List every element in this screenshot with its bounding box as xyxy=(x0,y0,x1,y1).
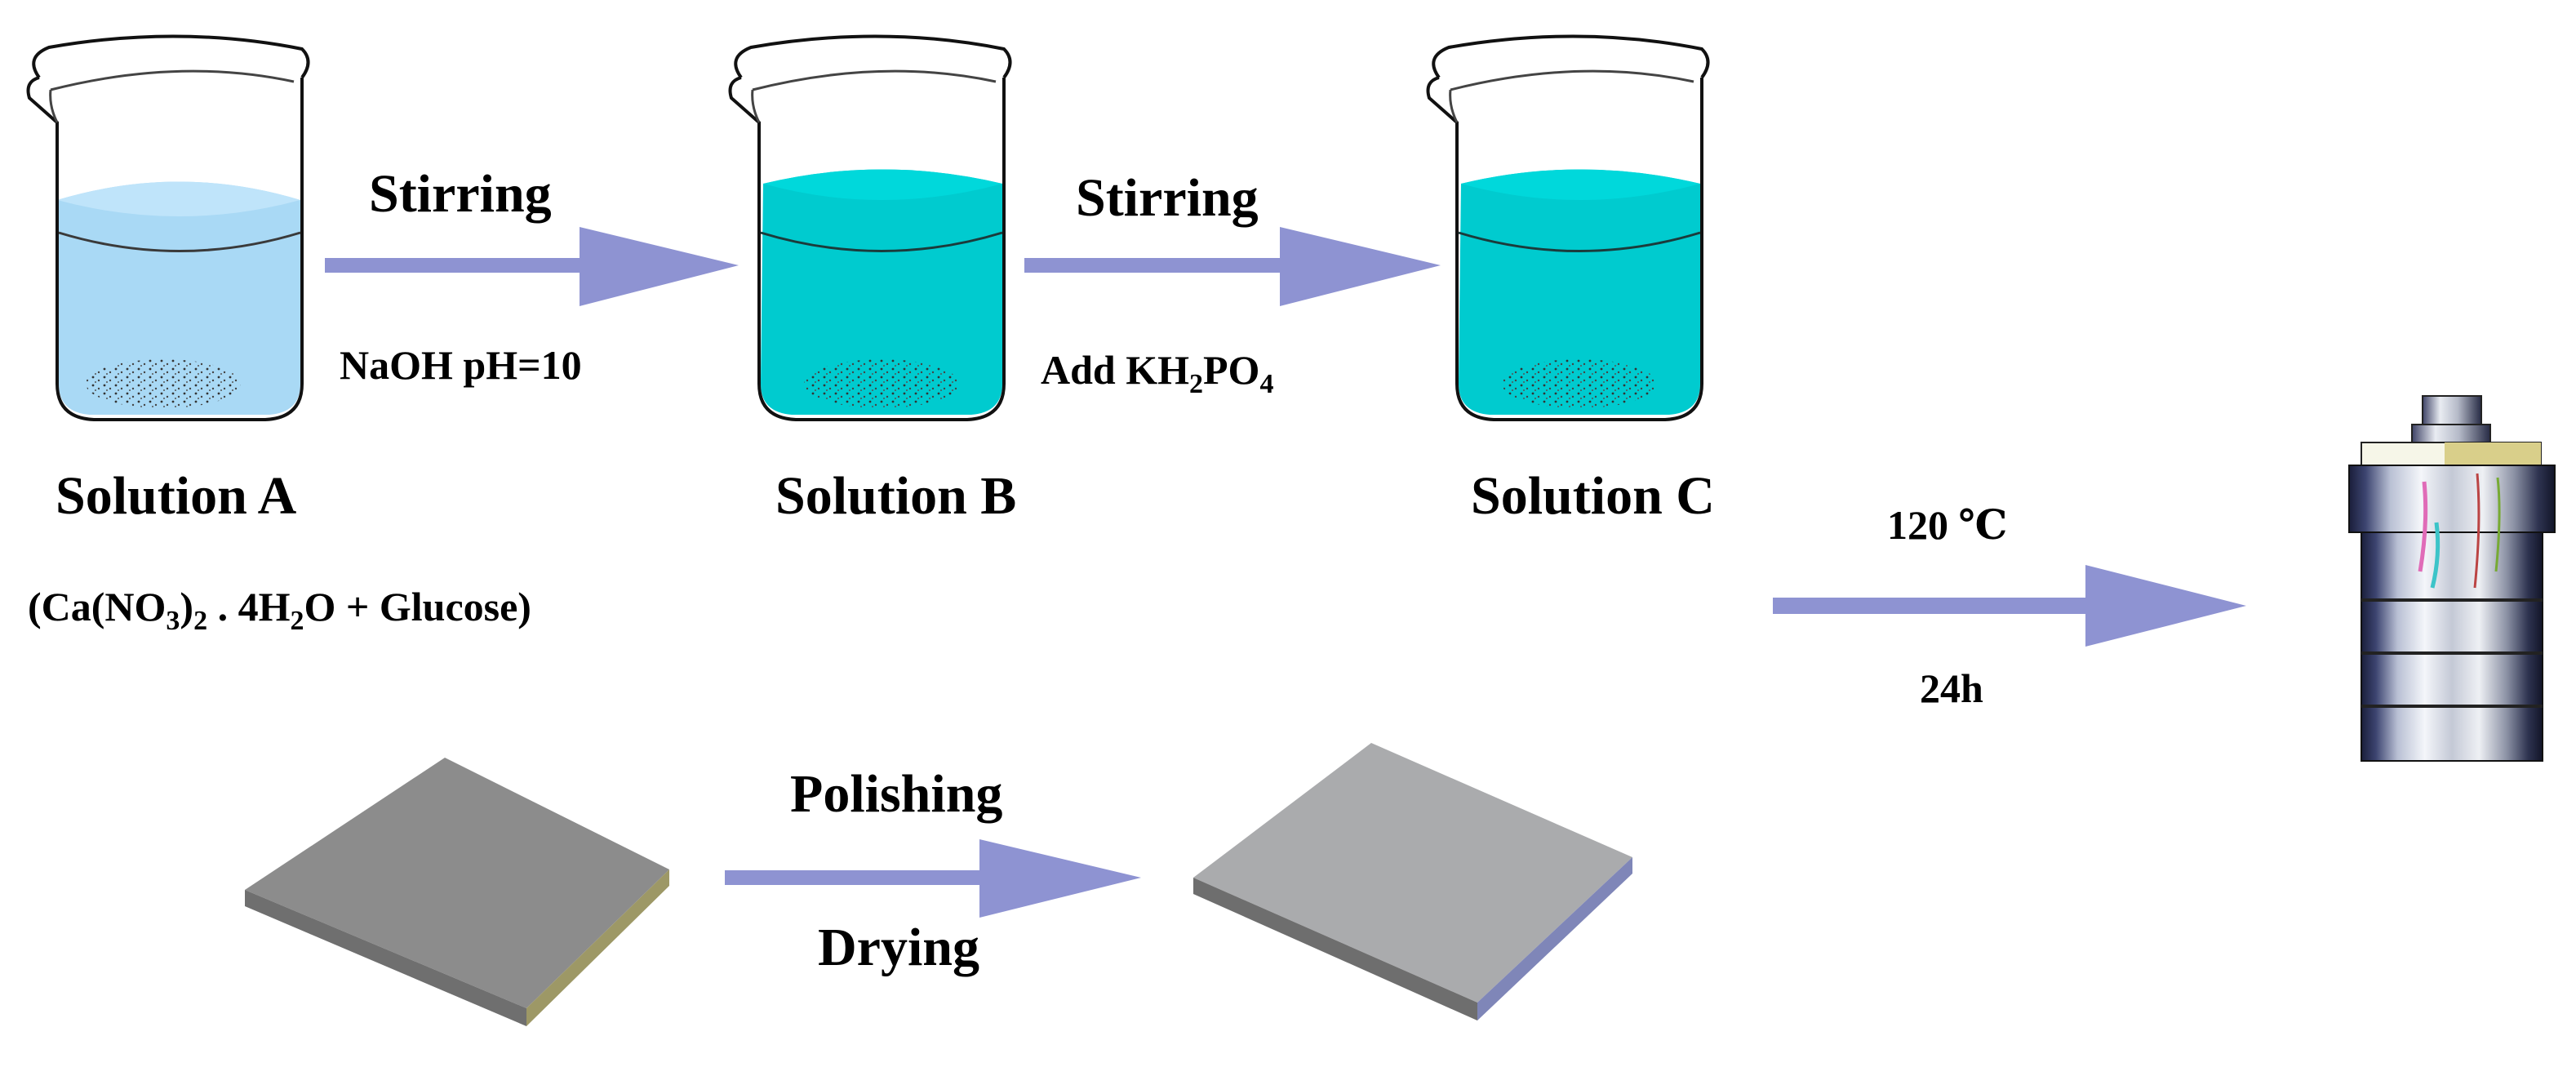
solution-b-label: Solution B xyxy=(775,466,1017,526)
autoclave-icon xyxy=(2348,395,2556,762)
arrow-icon xyxy=(725,839,1141,918)
hydrothermal-duration: 24h xyxy=(1920,665,1983,711)
solution-a-composition: (Ca(NO3)2 . 4H2O + Glucose) xyxy=(28,584,531,636)
beaker-icon xyxy=(728,34,1012,421)
substrate-plate-icon xyxy=(1193,743,1632,1021)
beaker-a-liquid xyxy=(57,181,300,415)
step-b-c-top: Stirring xyxy=(1076,168,1259,228)
beaker-icon xyxy=(26,34,310,421)
beaker-icon xyxy=(1426,34,1710,421)
step-b-c-bottom: Add KH2PO4 xyxy=(1041,347,1274,399)
substrate-plate-icon xyxy=(245,758,669,1026)
hydrothermal-temperature: 120 ℃ xyxy=(1887,502,2008,548)
arrow-icon xyxy=(1024,227,1441,306)
substrate-step-bottom: Drying xyxy=(818,918,979,977)
step-a-b-bottom: NaOH pH=10 xyxy=(340,342,582,388)
substrate-step-top: Polishing xyxy=(790,764,1003,824)
solution-c-label: Solution C xyxy=(1471,466,1715,526)
arrow-icon xyxy=(1773,565,2246,647)
arrow-icon xyxy=(325,227,739,306)
solution-a-label: Solution A xyxy=(56,466,297,526)
step-a-b-top: Stirring xyxy=(369,164,552,224)
